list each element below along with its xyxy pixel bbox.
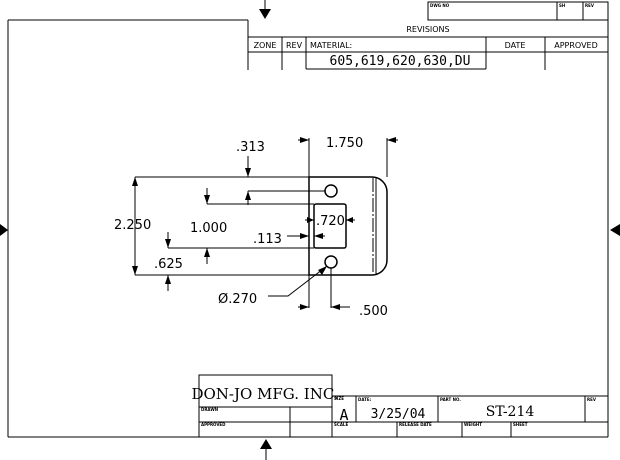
material-value: 605,619,620,630,DU — [330, 54, 471, 69]
square-cutout — [313, 203, 347, 249]
col-date: DATE — [505, 41, 526, 50]
dim-113: .113 — [253, 232, 282, 247]
size-value: A — [339, 406, 348, 424]
revisions-title: REVISIONS — [406, 25, 449, 34]
col-approved: APPROVED — [554, 41, 598, 50]
drawing-frame — [7, 2, 609, 438]
company-name: DON-JO MFG. INC. — [191, 385, 338, 403]
top-center-arrow-icon — [259, 0, 271, 19]
rev-label: REV — [587, 397, 597, 402]
revisions-block: DWG NO SH REV REVISIONS ZONE REV MATERIA… — [247, 1, 609, 70]
bottom-center-arrow-icon — [260, 439, 272, 460]
dim-hole-diameter: Ø.270 — [218, 292, 257, 307]
upper-hole — [324, 184, 338, 198]
part-no-value: ST-214 — [486, 404, 535, 420]
weight-label: WEIGHT — [464, 422, 482, 427]
col-rev: REV — [286, 41, 303, 50]
date-value: 3/25/04 — [371, 407, 426, 422]
title-block: DON-JO MFG. INC. DRAWN APPROVED SIZE A D… — [191, 374, 608, 437]
dwg-no-label: DWG NO — [430, 3, 450, 8]
date-label: DATE: — [358, 397, 372, 402]
dim-1000: 1.000 — [190, 221, 227, 236]
dim-720: .720 — [316, 214, 345, 229]
dimension-lines — [132, 137, 398, 310]
scale-label: SCALE — [334, 422, 348, 427]
release-date-label: RELEASE DATE — [399, 422, 432, 427]
dim-2250: 2.250 — [114, 218, 151, 233]
dim-500: .500 — [359, 304, 388, 319]
left-center-arrow-icon — [0, 224, 8, 236]
right-center-arrow-icon — [610, 224, 620, 236]
approved-label: APPROVED — [201, 422, 226, 427]
dim-1750: 1.750 — [326, 136, 363, 151]
rev-short-label: REV — [585, 3, 595, 8]
dim-625: .625 — [154, 257, 183, 272]
size-label: SIZE — [334, 396, 344, 401]
dim-313: .313 — [236, 140, 265, 155]
drawn-label: DRAWN — [201, 407, 218, 412]
sheet-label: SHEET — [513, 422, 528, 427]
col-zone: ZONE — [254, 41, 277, 50]
sheet-short-label: SH — [559, 3, 565, 8]
col-material: MATERIAL: — [310, 41, 352, 50]
dimension-labels: .313 1.750 2.250 1.000 .720 .113 .625 Ø.… — [114, 136, 388, 319]
part-no-label: PART NO. — [440, 397, 461, 402]
